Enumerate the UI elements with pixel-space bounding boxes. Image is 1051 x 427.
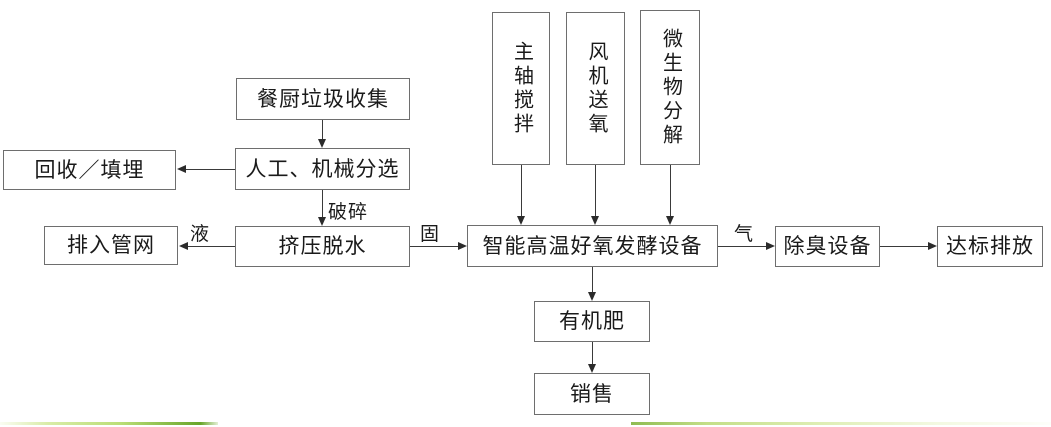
arrowhead-sorting-to-recycle — [177, 164, 186, 173]
node-spindle-stir[interactable]: 主轴搅拌 — [492, 12, 550, 165]
arrowhead-collection-to-sorting — [317, 139, 326, 148]
node-organic-fertilizer[interactable]: 有机肥 — [534, 301, 650, 342]
edge-fermentation-to-deodorize — [718, 246, 766, 248]
arrowhead-fertilizer-to-sales — [587, 364, 596, 373]
node-deodorize[interactable]: 除臭设备 — [775, 226, 880, 267]
decorative-green-strip-left — [0, 422, 218, 425]
node-standard-emission[interactable]: 达标排放 — [937, 226, 1043, 267]
node-squeeze-dewater[interactable]: 挤压脱水 — [235, 226, 410, 267]
node-fermentation[interactable]: 智能高温好氧发酵设备 — [467, 225, 718, 267]
edge-fermentation-to-fertilizer — [592, 267, 594, 292]
node-collection[interactable]: 餐厨垃圾收集 — [236, 78, 410, 120]
node-fan-oxygen[interactable]: 风机送氧 — [566, 12, 625, 165]
edge-label-crush: 破碎 — [328, 202, 369, 223]
edge-spindle-to-fermentation — [521, 165, 523, 216]
edge-squeeze-to-fermentation — [410, 246, 458, 248]
node-recycle-landfill[interactable]: 回收／填埋 — [3, 150, 176, 190]
arrowhead-squeeze-to-discharge — [179, 241, 188, 250]
arrowhead-squeeze-to-fermentation — [458, 241, 467, 250]
arrowhead-fermentation-to-fertilizer — [587, 292, 596, 301]
edge-label-liquid: 液 — [190, 224, 211, 245]
edge-microbial-to-fermentation — [670, 165, 672, 216]
edge-fan-to-fermentation — [595, 165, 597, 216]
node-sales[interactable]: 销售 — [534, 373, 650, 415]
arrowhead-fermentation-to-deodorize — [766, 241, 775, 250]
decorative-green-strip-right — [631, 422, 1051, 425]
arrowhead-microbial-to-fermentation — [665, 216, 674, 225]
edge-squeeze-to-discharge — [188, 246, 235, 248]
edge-sorting-to-squeeze — [322, 190, 324, 217]
edge-deodorize-to-emission — [880, 246, 928, 248]
edge-sorting-to-recycle — [186, 169, 235, 171]
arrowhead-deodorize-to-emission — [928, 241, 937, 250]
edge-collection-to-sorting — [322, 120, 324, 139]
node-sorting[interactable]: 人工、机械分选 — [235, 148, 410, 190]
edge-label-gas: 气 — [734, 224, 755, 245]
node-microbial-decompose[interactable]: 微生物分解 — [640, 10, 700, 165]
arrowhead-sorting-to-squeeze — [317, 217, 326, 226]
edge-fertilizer-to-sales — [592, 342, 594, 364]
arrowhead-spindle-to-fermentation — [516, 216, 525, 225]
node-discharge-pipe[interactable]: 排入管网 — [44, 226, 178, 265]
edge-label-solid: 固 — [420, 224, 441, 245]
arrowhead-fan-to-fermentation — [590, 216, 599, 225]
